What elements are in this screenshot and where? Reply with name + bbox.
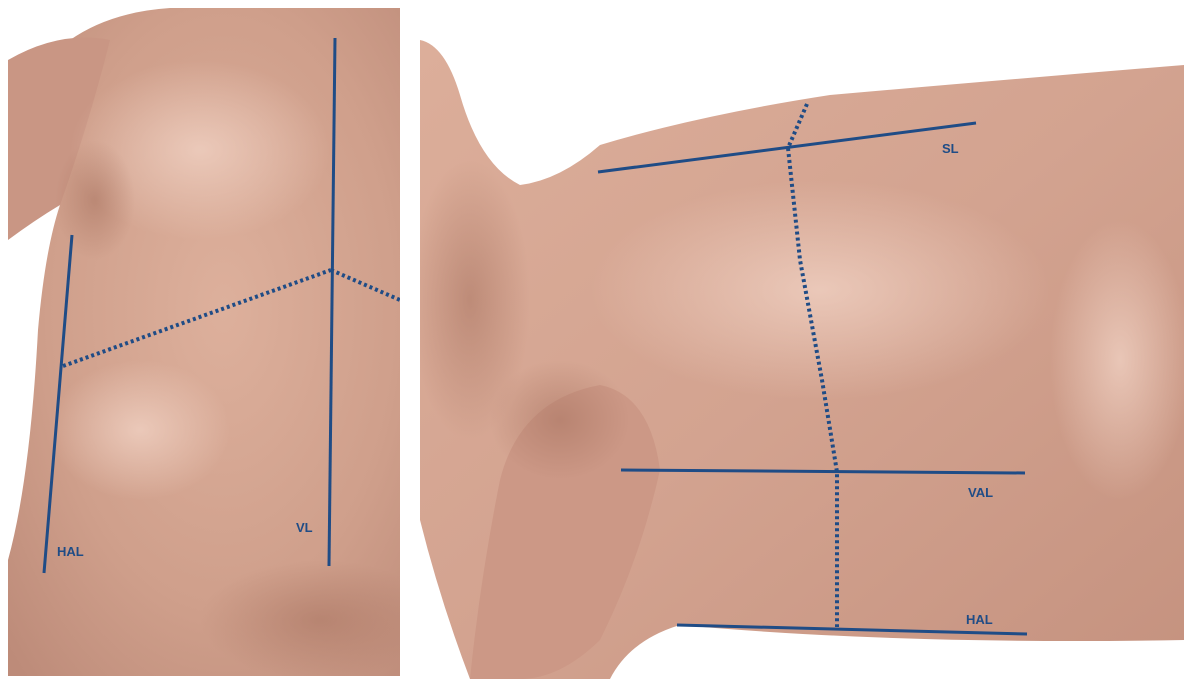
panel-divider	[400, 0, 420, 679]
left-panel-armpit-shadow	[55, 140, 135, 260]
hal-label-left: HAL	[57, 544, 84, 559]
left-panel-highlight-2	[50, 360, 230, 500]
right-panel-highlight	[590, 180, 1050, 400]
sl-label: SL	[942, 141, 959, 156]
val-label: VAL	[968, 485, 993, 500]
right-panel-highlight-2	[1050, 220, 1184, 500]
left-panel: HAL VL	[8, 8, 440, 679]
hal-label-right: HAL	[966, 612, 993, 627]
right-panel: SL VAL HAL	[410, 0, 1184, 679]
vl-label: VL	[296, 520, 313, 535]
right-panel-arm-shadow	[490, 360, 630, 480]
